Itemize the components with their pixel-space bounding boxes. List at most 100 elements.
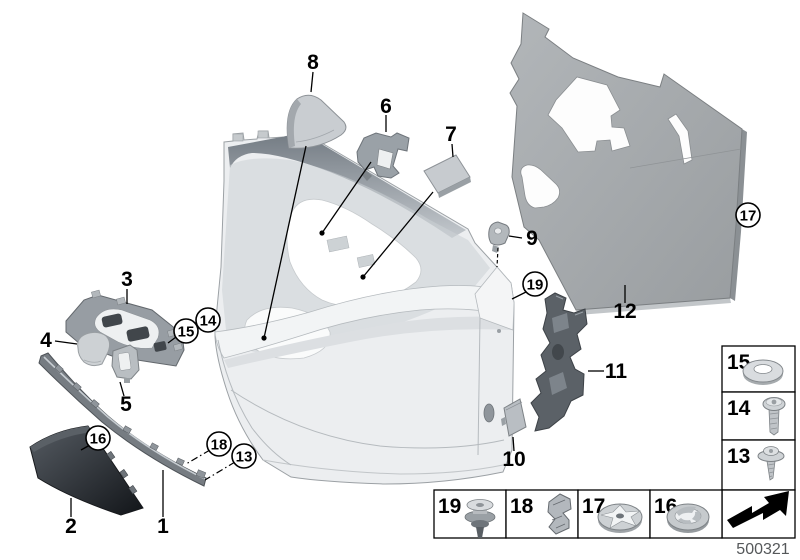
leader-9 bbox=[508, 235, 523, 239]
callout-2[interactable]: 2 bbox=[65, 515, 77, 538]
callout-19[interactable]: 19 bbox=[522, 271, 548, 297]
callout-19-label: 19 bbox=[527, 277, 544, 294]
leader-13-dashdot bbox=[204, 461, 236, 481]
expanding-rivet-icon bbox=[464, 499, 496, 538]
callout-18-circle[interactable] bbox=[206, 431, 232, 457]
cover-part10 bbox=[501, 398, 527, 437]
part11-facet-2 bbox=[549, 372, 567, 395]
part8-edge bbox=[287, 99, 301, 148]
part3-switch-hole bbox=[101, 313, 123, 328]
clamping-washer-icon bbox=[666, 503, 710, 533]
callout-16[interactable]: 16 bbox=[85, 425, 111, 451]
star-lock-washer-icon bbox=[597, 503, 643, 533]
door-trim-panel bbox=[214, 130, 515, 485]
switch-bezel-part6 bbox=[356, 132, 410, 181]
part3-switch-hole bbox=[153, 341, 167, 352]
callout-6[interactable]: 6 bbox=[380, 95, 392, 118]
callout-16-circle[interactable] bbox=[85, 425, 111, 451]
leader-8-dot bbox=[261, 335, 267, 341]
callout-18[interactable]: 18 bbox=[206, 431, 232, 457]
callout-10[interactable]: 10 bbox=[502, 448, 525, 471]
leader-18-dashdot bbox=[185, 449, 211, 465]
callout-14-label: 14 bbox=[200, 313, 217, 330]
part8-inner-line bbox=[295, 129, 335, 143]
door-cavity-detail bbox=[326, 235, 350, 253]
callout-17[interactable]: 17 bbox=[735, 202, 761, 228]
part7-body bbox=[423, 154, 471, 194]
washer-head-screw-icon bbox=[757, 446, 785, 481]
part1-clip-tab bbox=[175, 457, 185, 466]
insulation-panel-body bbox=[509, 12, 743, 311]
callout-7[interactable]: 7 bbox=[445, 123, 457, 146]
callout-13-circle[interactable] bbox=[231, 443, 257, 469]
leader-lines bbox=[54, 71, 626, 517]
callout-11[interactable]: 11 bbox=[605, 360, 628, 383]
part1-clip-tab bbox=[90, 399, 100, 409]
spring-clip-icon bbox=[547, 493, 572, 535]
callout-15[interactable]: 15 bbox=[173, 318, 199, 344]
part2-clip-tab bbox=[106, 451, 116, 461]
callout-15-circle[interactable] bbox=[173, 318, 199, 344]
callout-4[interactable]: 4 bbox=[40, 329, 52, 352]
clip-part9 bbox=[488, 221, 510, 253]
leader-10 bbox=[512, 436, 515, 452]
door-top-tab bbox=[257, 130, 269, 139]
callouts-circled: 13 14 15 16 17 18 19 bbox=[85, 202, 761, 469]
legend-cell-18-label: 18 bbox=[510, 495, 534, 518]
part2-clip-tab bbox=[128, 485, 138, 495]
legend-right-column: 15 14 13 bbox=[721, 345, 796, 539]
part11-highlight bbox=[555, 295, 584, 316]
part5-slot bbox=[117, 352, 132, 371]
part11-hole bbox=[552, 344, 564, 360]
callout-14-circle[interactable] bbox=[195, 307, 221, 333]
legend-cell-14-label: 14 bbox=[727, 397, 751, 420]
legend-cell-13[interactable] bbox=[721, 439, 796, 491]
callout-8[interactable]: 8 bbox=[307, 51, 319, 74]
part7-edge bbox=[438, 177, 471, 198]
door-screw-hole bbox=[497, 329, 501, 333]
callout-3[interactable]: 3 bbox=[121, 268, 133, 291]
callout-9[interactable]: 9 bbox=[526, 227, 538, 250]
trim-strip-part1 bbox=[38, 352, 207, 487]
cable-duct-part11 bbox=[530, 292, 588, 432]
leader-6-long bbox=[321, 161, 372, 234]
leader-15 bbox=[167, 336, 177, 344]
leader-7-short bbox=[451, 143, 454, 158]
door-cavity-detail bbox=[356, 254, 376, 268]
part3-switch-hole bbox=[126, 326, 150, 342]
leader-9-dashed bbox=[496, 247, 499, 268]
part4-body bbox=[77, 331, 111, 367]
leader-19 bbox=[511, 291, 527, 300]
leader-8-long bbox=[263, 145, 307, 339]
cap-part4 bbox=[77, 331, 111, 367]
insulation-bottom-thickness bbox=[576, 298, 731, 315]
part10-edge-line bbox=[505, 401, 523, 411]
callout-13-label: 13 bbox=[236, 449, 253, 466]
flat-washer-icon bbox=[742, 359, 784, 385]
part1-end-tab bbox=[195, 469, 207, 479]
callout-12[interactable]: 12 bbox=[613, 300, 636, 323]
callout-17-circle[interactable] bbox=[735, 202, 761, 228]
callout-5[interactable]: 5 bbox=[120, 393, 132, 416]
callout-18-label: 18 bbox=[211, 437, 228, 454]
part2-top-face bbox=[30, 426, 92, 452]
legend-cell-13-label: 13 bbox=[727, 445, 750, 468]
callout-19-circle[interactable] bbox=[522, 271, 548, 297]
part1-clip-tab bbox=[54, 364, 64, 374]
part11-body bbox=[530, 292, 588, 432]
part6-foot bbox=[362, 170, 372, 181]
part1-clip-tab bbox=[122, 425, 132, 434]
callout-15-label: 15 bbox=[178, 324, 195, 341]
part6-window bbox=[376, 148, 394, 170]
leader-5 bbox=[119, 381, 125, 397]
insulation-crease-line bbox=[629, 148, 742, 169]
legend-bottom-row: 19 18 17 16 bbox=[433, 489, 723, 539]
door-lock-detail bbox=[483, 403, 495, 423]
callout-1[interactable]: 1 bbox=[157, 515, 169, 538]
bracket-part5 bbox=[111, 344, 140, 383]
door-armrest-shadow bbox=[224, 316, 511, 368]
callout-14[interactable]: 14 bbox=[195, 307, 221, 333]
callout-13[interactable]: 13 bbox=[231, 443, 257, 469]
